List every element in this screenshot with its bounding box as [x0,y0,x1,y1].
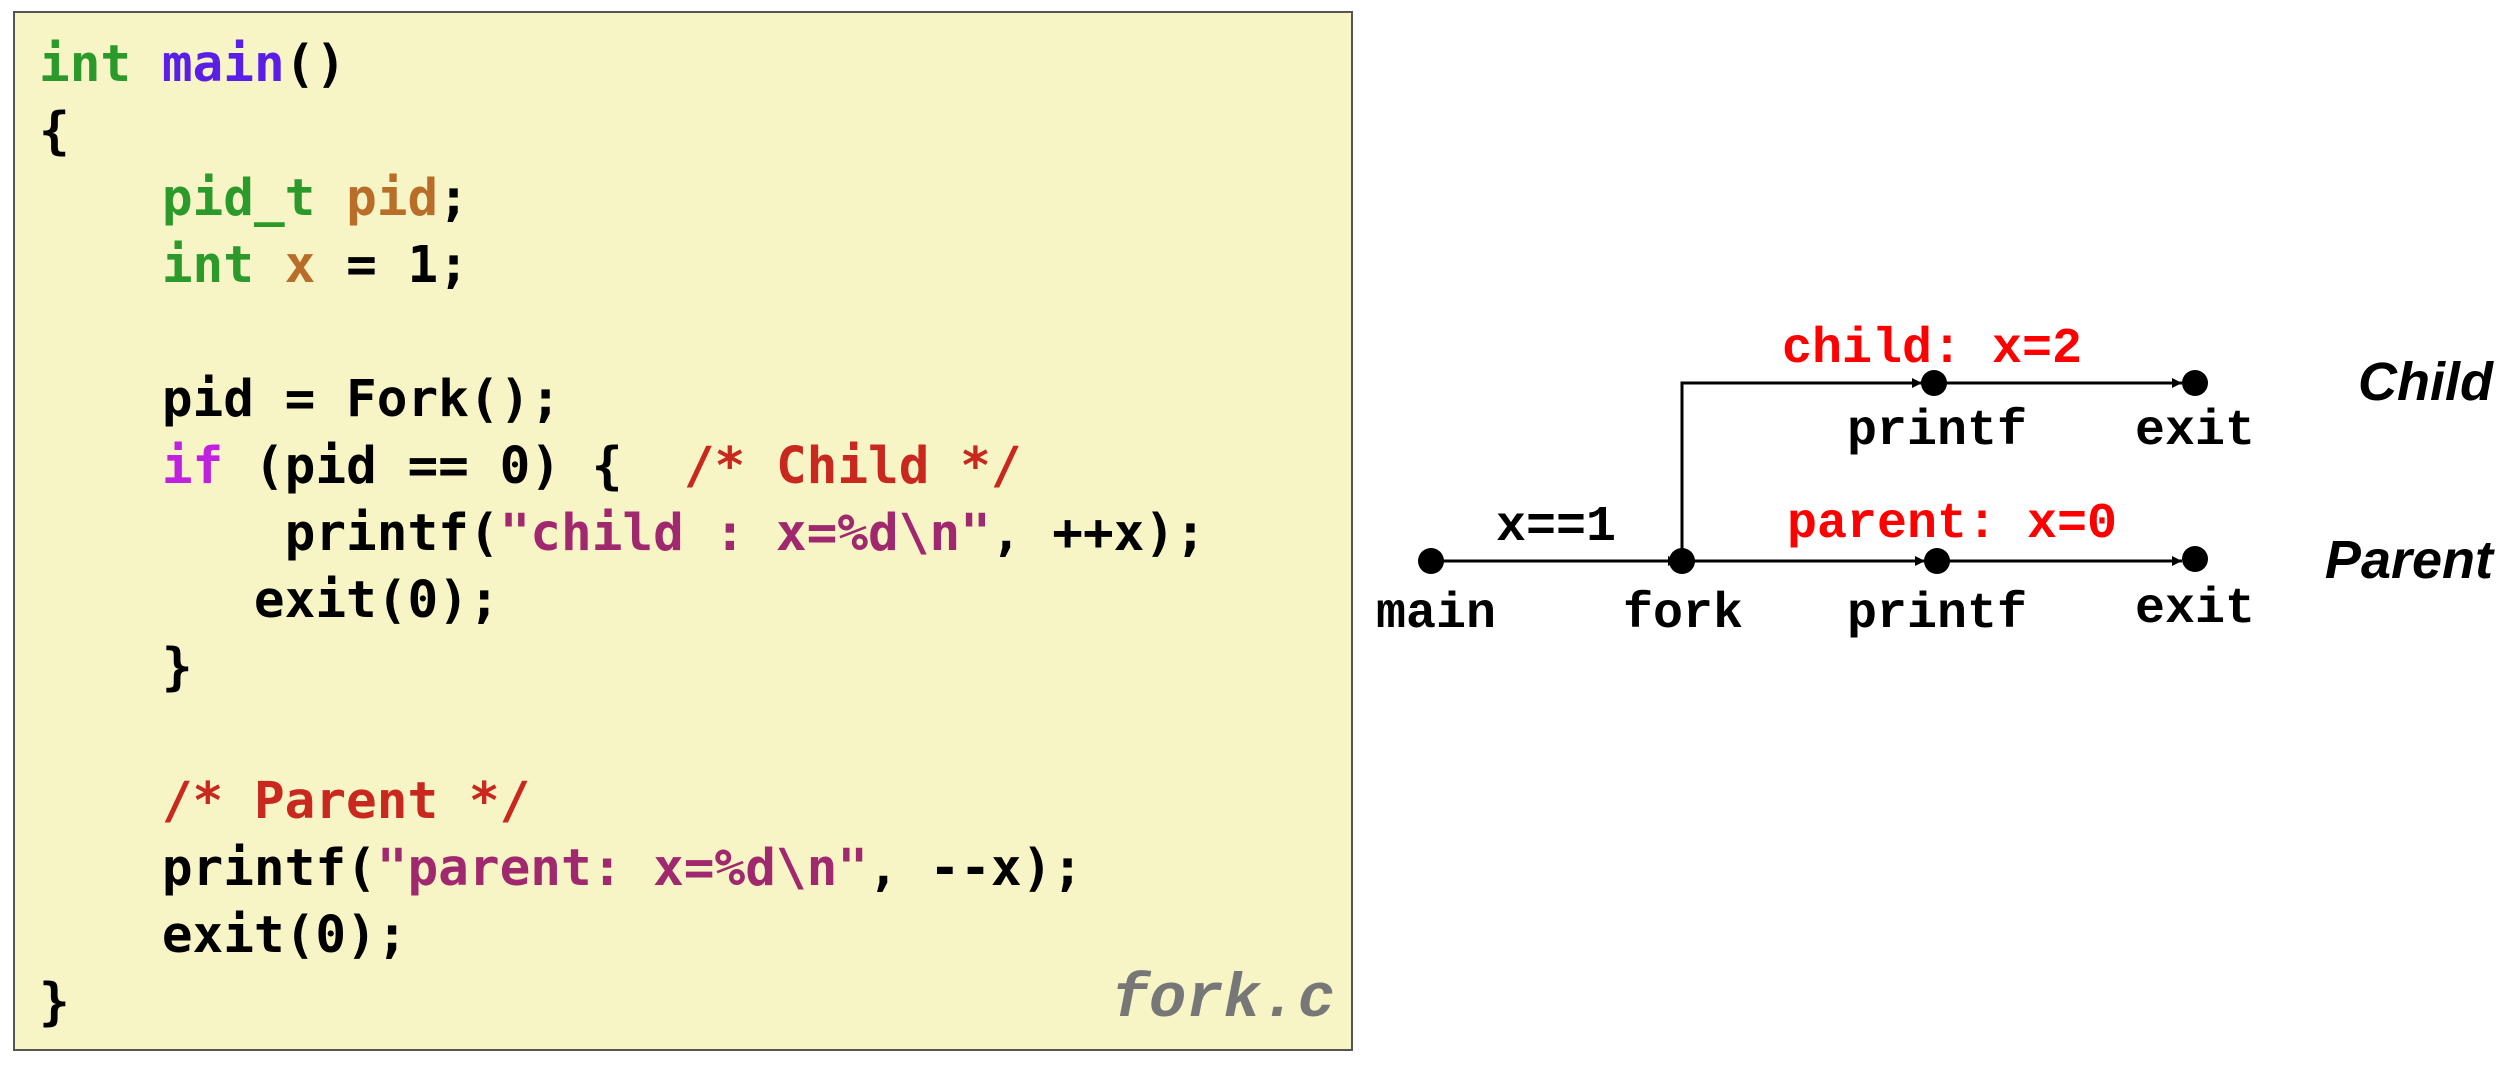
code-token: } [39,638,193,697]
label-child-x-2: child: x=2 [1782,321,2082,378]
code-token-string: "parent: x=%d\n" [376,839,869,898]
filename-label: fork.c [1111,964,1335,1035]
edge-fork-child-printf [1680,378,1922,561]
code-token: exit(0); [39,906,408,965]
node-child-exit [2182,370,2208,396]
label-child-exit: exit [2135,403,2255,460]
code-token-ident: pid [346,169,439,228]
code-token: } [39,973,70,1032]
node-child-printf [1921,370,1947,396]
code-token-comment: /* Parent */ [161,772,531,831]
label-parent-x-0: parent: x=0 [1787,496,2117,553]
node-parent-exit [2182,546,2208,572]
node-main [1418,548,1444,574]
code-token-type: int [39,35,132,94]
code-token: ; [438,169,469,228]
code-line: exit(0); [39,567,1206,634]
code-token: pid = Fork(); [39,370,561,429]
code-line: int x = 1; [39,232,1206,299]
code-token-type: pid_t [161,169,316,228]
label-child-printf: printf [1847,403,2027,460]
code-token: printf( [39,504,500,563]
code-line: if (pid == 0) { /* Child */ [39,433,1206,500]
source-code: int main(){ pid_t pid; int x = 1; pid = … [39,31,1206,1036]
code-line: /* Parent */ [39,768,1206,835]
code-line: } [39,969,1206,1036]
node-fork [1669,548,1695,574]
code-token-ident: x [284,236,316,295]
code-line: { [39,98,1206,165]
code-line: } [39,634,1206,701]
label-parent-printf: printf [1847,586,2027,643]
code-token: { [39,102,70,161]
code-token-comment: /* Child */ [683,437,1022,496]
label-parent-exit: exit [2135,581,2255,638]
row-label-parent: Parent [2325,530,2495,590]
code-line: printf("child : x=%d\n", ++x); [39,500,1206,567]
code-token-type: int [161,236,254,295]
label-main: main [1376,586,1496,643]
code-panel: int main(){ pid_t pid; int x = 1; pid = … [13,11,1353,1051]
code-token: = 1; [315,236,469,295]
code-token-ctrl: if [161,437,224,496]
code-token-string: "child : x=%d\n" [499,504,991,563]
code-token-func: main [161,35,285,94]
label-fork: fork [1623,586,1743,643]
code-line: pid = Fork(); [39,366,1206,433]
code-line: pid_t pid; [39,165,1206,232]
code-line: int main() [39,31,1206,98]
code-token: , --x); [868,839,1083,898]
row-label-child: Child [2358,352,2494,412]
code-line: exit(0); [39,902,1206,969]
node-parent-printf [1924,548,1950,574]
code-token: , ++x); [990,504,1206,563]
code-token: (pid == 0) { [223,437,684,496]
label-x-equals-1: x==1 [1496,499,1616,556]
code-token: printf( [39,839,377,898]
code-line: printf("parent: x=%d\n", --x); [39,835,1206,902]
code-token: exit(0); [39,571,500,630]
code-token: () [284,35,347,94]
